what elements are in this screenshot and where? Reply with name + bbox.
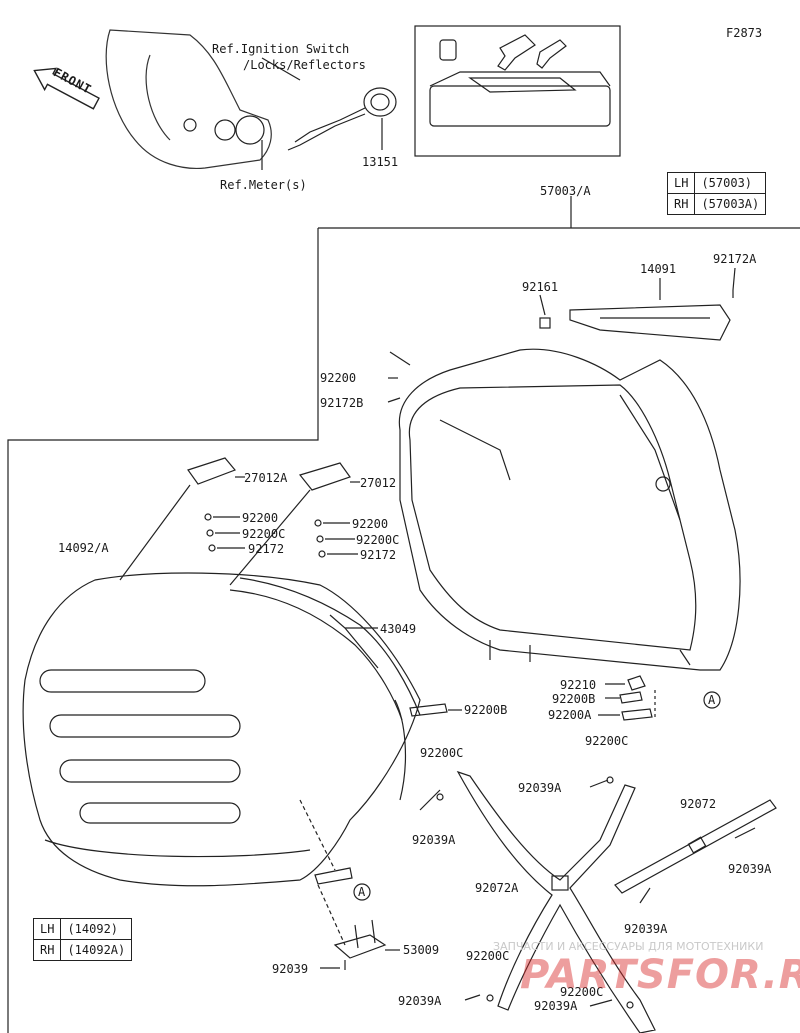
table-cell-side: RH [666, 193, 696, 215]
pannier-body [398, 348, 741, 671]
figure-code: F2873 [726, 26, 763, 40]
fairing-sketch [105, 29, 272, 169]
table-cell-code: (57003A) [694, 193, 767, 215]
callout-a-right: A [708, 693, 716, 707]
part-14092: 14092/A [58, 541, 109, 555]
part-27012a: 27012A [244, 471, 288, 485]
variant-table-top: LH (57003) RH (57003A) [666, 172, 767, 215]
part-92039a-bottom-right: 92039A [534, 999, 578, 1013]
ref-ignition-line1: Ref.Ignition Switch [212, 42, 350, 56]
part-92200c-right: 92200C [356, 533, 400, 547]
frame-line [7, 228, 319, 1033]
table-cell-code: (57003) [694, 172, 767, 194]
table-cell-code: (14092A) [60, 939, 133, 961]
variant-table-bottom: LH (14092) RH (14092A) [32, 918, 133, 961]
part-92200a: 92200A [548, 708, 592, 722]
part-92039a-upper: 92039A [518, 781, 562, 795]
part-92161: 92161 [522, 280, 559, 294]
part-92039a-lid: 92039A [412, 833, 456, 847]
trim-14091 [569, 304, 731, 341]
part-92200c-mid: 92200C [420, 746, 464, 760]
part-92172-right: 92172 [360, 548, 397, 562]
table-row: RH (14092A) [32, 939, 133, 961]
inset-box [414, 25, 621, 157]
part-92200c-upper-right: 92200C [585, 734, 629, 748]
part-92200c-bottom-left: 92200C [466, 949, 510, 963]
table-cell-code: (14092) [60, 918, 133, 940]
part-13151: 13151 [362, 155, 399, 169]
callout-a-bottom: A [358, 885, 366, 899]
watermark-logo: PARTSFOR.RU [520, 952, 800, 998]
table-cell-side: LH [32, 918, 62, 940]
ref-ignition-line2: /Locks/Reflectors [243, 58, 366, 72]
part-92172-left: 92172 [248, 542, 285, 556]
watermark-tagline: ЗАПЧАСТИ И АКСЕССУАРЫ ДЛЯ МОТОТЕХНИКИ [493, 940, 764, 953]
part-92210: 92210 [560, 678, 597, 692]
part-92200b-latch: 92200B [552, 692, 596, 706]
part-53009: 53009 [403, 943, 440, 957]
part-92172b: 92172B [320, 396, 364, 410]
table-row: RH (57003A) [666, 193, 767, 215]
part-92200-left: 92200 [242, 511, 279, 525]
part-92200c-bottom-right: 92200C [560, 985, 604, 999]
pannier-lid [22, 572, 421, 887]
part-14091: 14091 [640, 262, 677, 276]
part-92200-top: 92200 [320, 371, 357, 385]
front-arrow [33, 67, 100, 110]
part-92039: 92039 [272, 962, 309, 976]
part-92039a-bottom-left: 92039A [398, 994, 442, 1008]
part-92172a: 92172A [713, 252, 757, 266]
part-27012: 27012 [360, 476, 397, 490]
part-92039a-right: 92039A [728, 862, 772, 876]
part-92200-right: 92200 [352, 517, 389, 531]
table-row: LH (57003) [666, 172, 767, 194]
table-row: LH (14092) [32, 918, 133, 940]
table-cell-side: RH [32, 939, 62, 961]
part-92072: 92072 [680, 797, 717, 811]
part-92039a-strap: 92039A [624, 922, 668, 936]
part-57003: 57003/A [540, 184, 591, 198]
part-43049: 43049 [380, 622, 417, 636]
part-92200b-lid: 92200B [464, 703, 508, 717]
table-cell-side: LH [666, 172, 696, 194]
ref-meter: Ref.Meter(s) [220, 178, 307, 192]
part-92200c-left: 92200C [242, 527, 286, 541]
strap-92072 [614, 799, 777, 894]
part-92072a: 92072A [475, 881, 519, 895]
strap-92072a [456, 770, 656, 1033]
